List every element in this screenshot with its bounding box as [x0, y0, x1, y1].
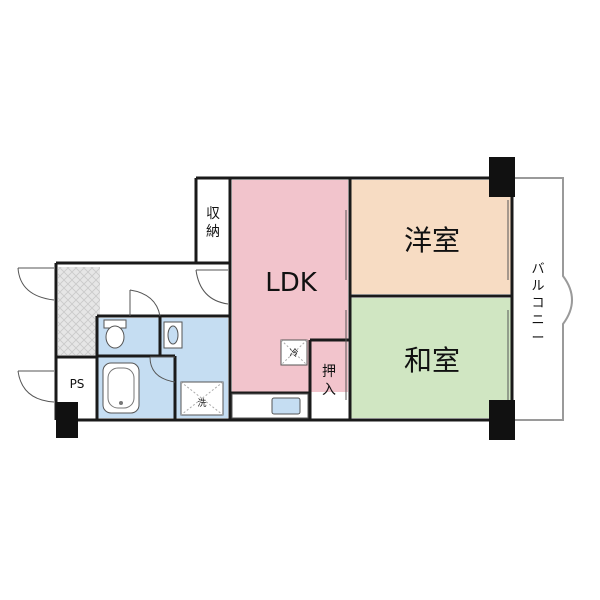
washer-mark: 洗 [197, 397, 206, 409]
closet-label: 押 入 [322, 364, 336, 398]
svg-text:納: 納 [206, 224, 220, 240]
ldk-label: LDK [265, 268, 318, 298]
window-marks [345, 200, 509, 400]
fridge-mark: 冷 [289, 347, 298, 359]
balcony-label: バ ル コ ニ ー [531, 262, 544, 346]
japanese-room-label: 和室 [404, 344, 460, 377]
svg-text:コ: コ [531, 296, 544, 311]
svg-text:バ: バ [531, 262, 544, 277]
sink-fixture [163, 321, 183, 349]
western-room [350, 180, 512, 294]
svg-text:ル: ル [531, 279, 544, 294]
pillar-bottom-right [489, 400, 515, 440]
svg-text:押: 押 [322, 364, 336, 380]
balcony-outline [515, 177, 573, 421]
pillar-bottom-left [56, 402, 78, 438]
bathtub-fixture [102, 362, 140, 414]
japanese-room [350, 298, 512, 418]
svg-text:ー: ー [531, 331, 544, 346]
ps-label: PS [70, 377, 85, 391]
toilet-fixture [103, 319, 127, 349]
svg-text:収: 収 [206, 206, 220, 222]
entrance-tile [58, 267, 100, 355]
fridge-space: 冷 [280, 339, 308, 366]
kitchen-counter [231, 393, 309, 419]
washer-space: 洗 [180, 381, 224, 416]
western-room-label: 洋室 [404, 224, 460, 257]
walls [54, 176, 515, 422]
storage-label: 収 納 [206, 206, 220, 240]
pillar-top-right [489, 157, 515, 197]
svg-text:ニ: ニ [531, 313, 544, 328]
doors [17, 267, 229, 403]
svg-text:入: 入 [322, 382, 336, 398]
